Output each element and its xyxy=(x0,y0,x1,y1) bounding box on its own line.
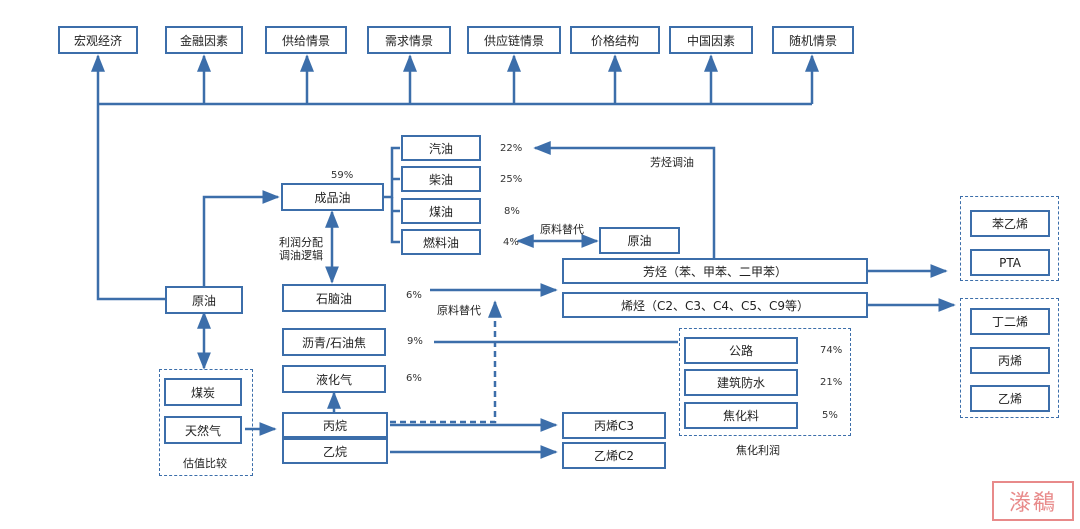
waterproofing-share: 21% xyxy=(820,377,843,388)
propylene-c3-node: 丙烯C3 xyxy=(562,412,666,439)
crude-oil-node: 原油 xyxy=(165,286,243,314)
factor-finance: 金融因素 xyxy=(165,26,243,54)
coal-node: 煤炭 xyxy=(164,378,242,406)
pta-node: PTA xyxy=(970,249,1050,276)
styrene-node: 苯乙烯 xyxy=(970,210,1050,237)
feedstock-substitution-label-2: 原料替代 xyxy=(437,304,481,317)
coking-feed-node: 焦化料 xyxy=(684,402,798,429)
crude-oil-right-node: 原油 xyxy=(599,227,680,254)
refined-share: 59% xyxy=(331,170,354,181)
diesel-node: 柴油 xyxy=(401,166,481,192)
refined-oil-node: 成品油 xyxy=(281,183,384,211)
naphtha-node: 石脑油 xyxy=(282,284,386,312)
factor-macro: 宏观经济 xyxy=(58,26,138,54)
asphalt-coke-node: 沥青/石油焦 xyxy=(282,328,386,356)
factor-price-structure: 价格结构 xyxy=(570,26,660,54)
naphtha-share: 6% xyxy=(406,290,422,301)
coking-profit-label: 焦化利润 xyxy=(736,444,780,457)
olefins-node: 烯烃（C2、C3、C4、C5、C9等） xyxy=(562,292,868,318)
coking-feed-share: 5% xyxy=(822,410,838,421)
kerosene-node: 煤油 xyxy=(401,198,481,224)
factor-random: 随机情景 xyxy=(772,26,854,54)
butadiene-node: 丁二烯 xyxy=(970,308,1050,335)
watermark-stamp: 漛鵗 xyxy=(992,481,1074,521)
aromatics-node: 芳烃（苯、甲苯、二甲苯） xyxy=(562,258,868,284)
gasoline-node: 汽油 xyxy=(401,135,481,161)
ethylene-c2-node: 乙烯C2 xyxy=(562,442,666,469)
propane-node: 丙烷 xyxy=(282,412,388,438)
feedstock-substitution-label-1: 原料替代 xyxy=(540,223,584,236)
natural-gas-node: 天然气 xyxy=(164,416,242,444)
asphalt-uses-group xyxy=(679,328,851,436)
asphalt-share: 9% xyxy=(407,336,423,347)
gasoline-share: 22% xyxy=(500,143,523,154)
factor-china: 中国因素 xyxy=(669,26,753,54)
blending-note: 利润分配 调油逻辑 xyxy=(279,236,323,262)
propylene-node: 丙烯 xyxy=(970,347,1050,374)
olefins-products-group xyxy=(960,298,1059,418)
factor-demand: 需求情景 xyxy=(367,26,451,54)
lpg-node: 液化气 xyxy=(282,365,386,393)
lpg-share: 6% xyxy=(406,373,422,384)
valuation-group xyxy=(159,369,253,476)
aromatics-products-group xyxy=(960,196,1059,281)
kerosene-share: 8% xyxy=(504,206,520,217)
waterproofing-node: 建筑防水 xyxy=(684,369,798,396)
ethane-node: 乙烷 xyxy=(282,438,388,464)
road-share: 74% xyxy=(820,345,843,356)
valuation-note: 估值比较 xyxy=(183,457,227,470)
diesel-share: 25% xyxy=(500,174,523,185)
fuel-oil-node: 燃料油 xyxy=(401,229,481,255)
ethylene-node: 乙烯 xyxy=(970,385,1050,412)
factor-supply: 供给情景 xyxy=(265,26,347,54)
road-node: 公路 xyxy=(684,337,798,364)
fuel-oil-share: 4% xyxy=(503,237,519,248)
factor-supply-chain: 供应链情景 xyxy=(467,26,561,54)
aromatics-blending-label: 芳烃调油 xyxy=(650,156,694,169)
